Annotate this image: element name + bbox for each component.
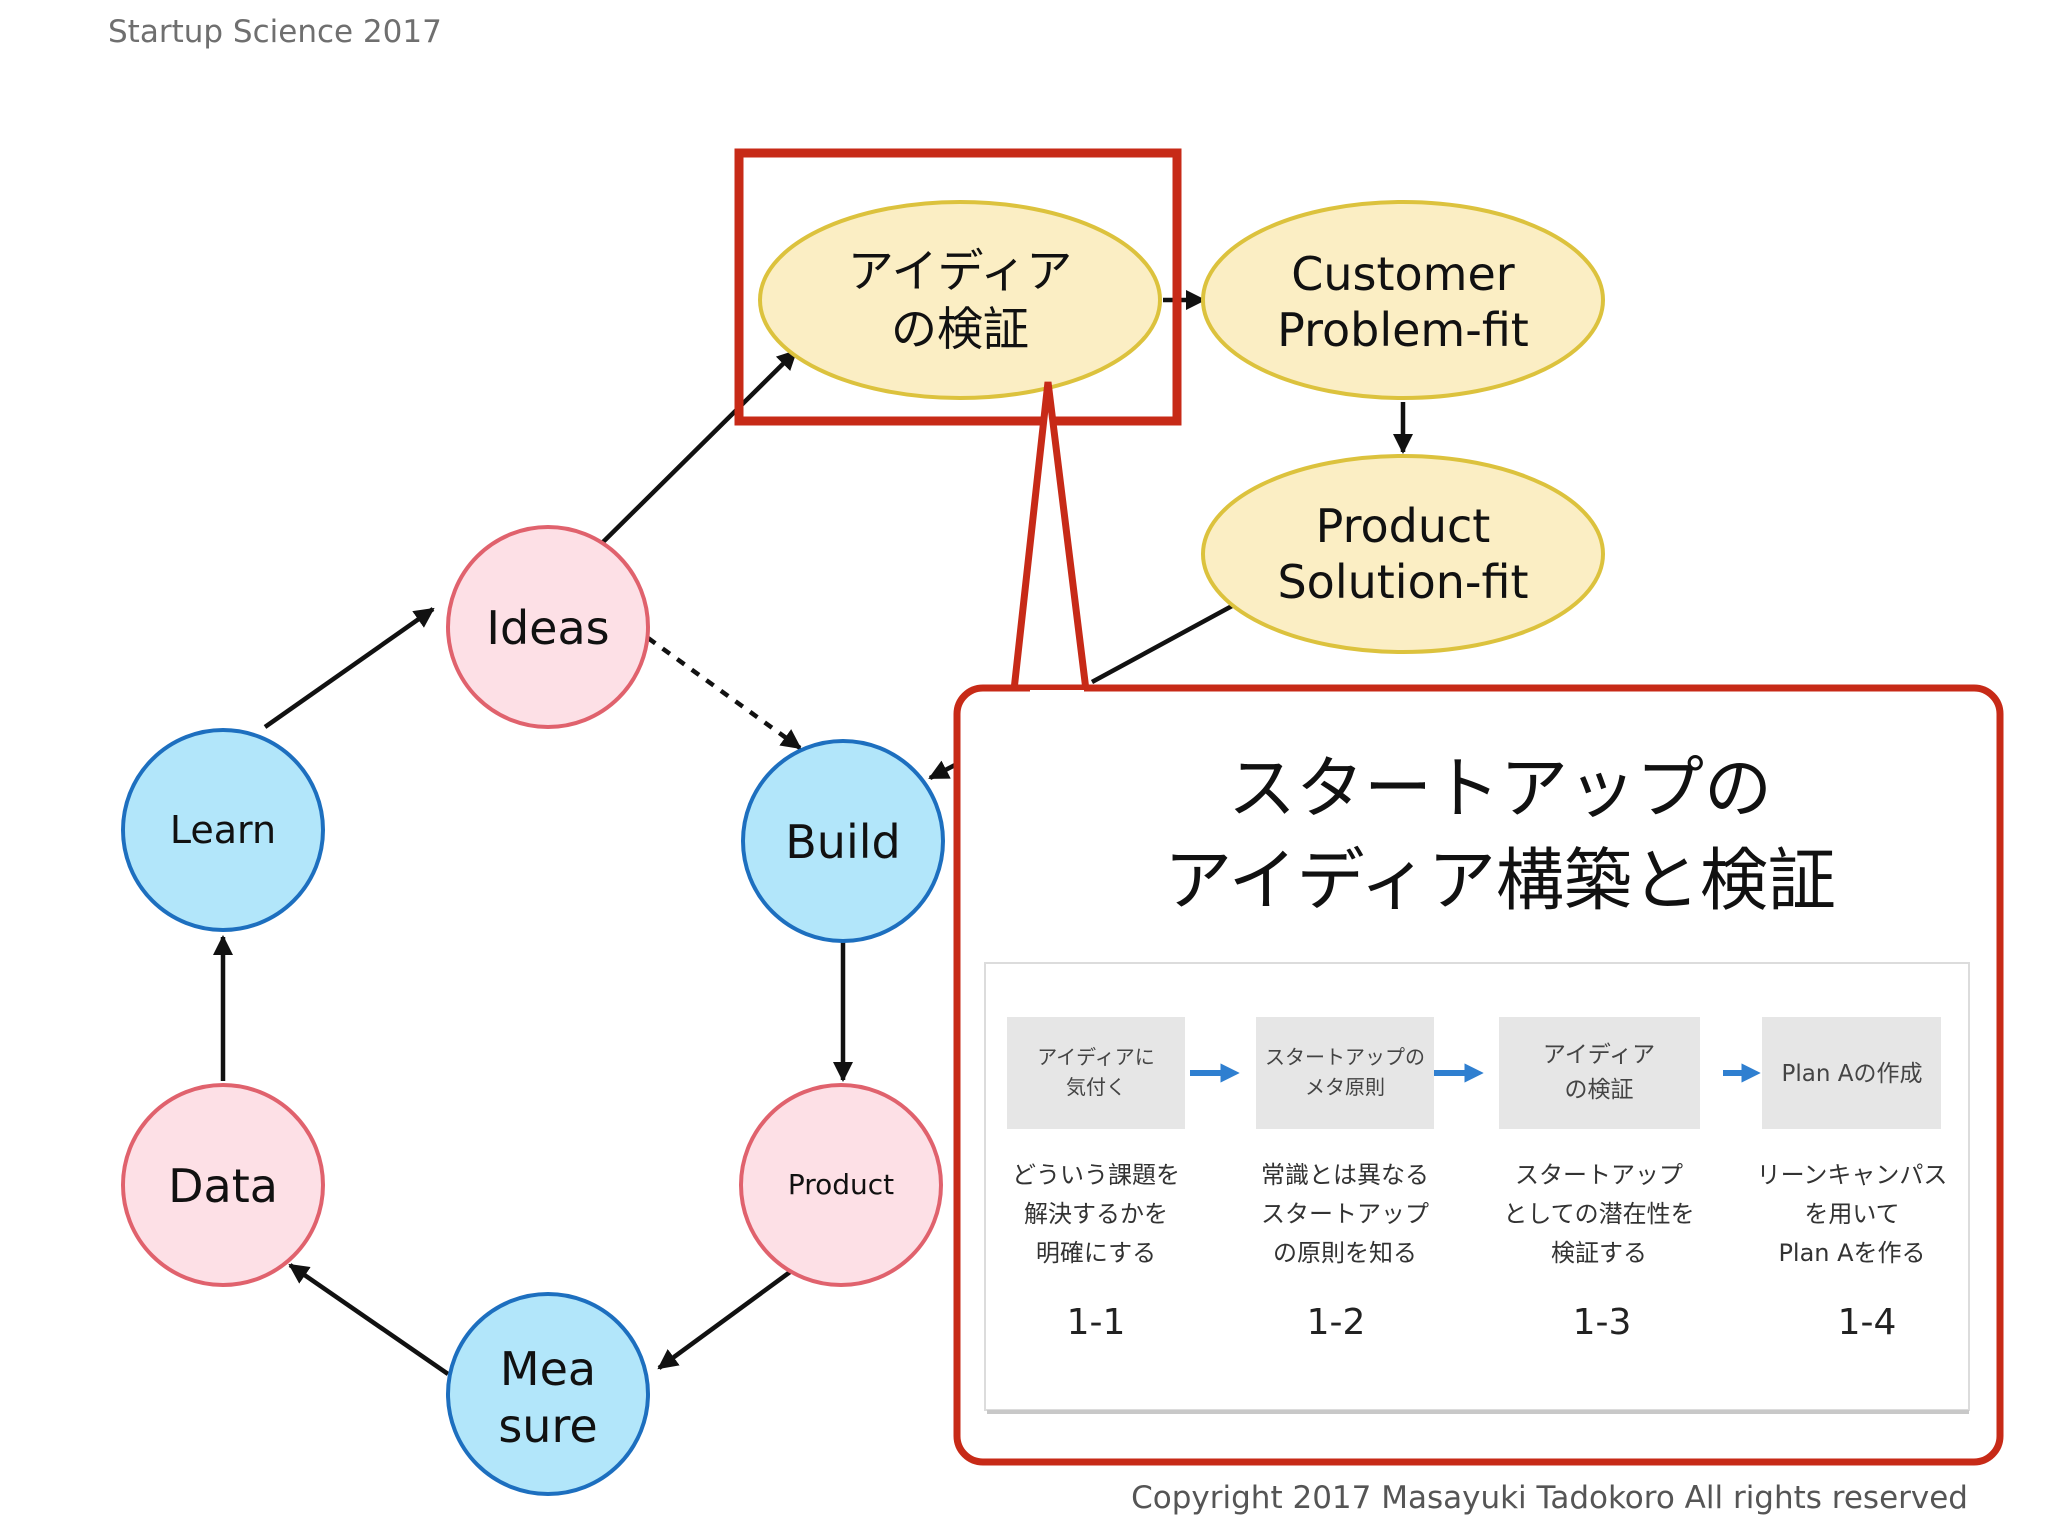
node-learn-label: Learn [170,808,276,852]
node-product-label: Product [788,1168,894,1201]
step-box-3 [1499,1017,1700,1129]
step-box-2 [1256,1017,1434,1129]
step-box-4-line1: Plan Aの作成 [1782,1061,1923,1087]
step-4-desc-1: リーンキャンパス [1757,1161,1948,1189]
stage-product-line2: Solution-fit [1277,555,1528,609]
node-learn: Learn [121,728,325,932]
stage-product-solution-fit: Product Solution-fit [1201,454,1605,654]
step-2-desc-2: スタートアップ [1261,1200,1429,1228]
step-box-2-line1: スタートアップの [1265,1045,1425,1069]
step-4-desc-3: Plan Aを作る [1778,1239,1925,1267]
stage-idea-validation-line1: アイディア [848,244,1072,298]
copyright-footer: Copyright 2017 Masayuki Tadokoro All rig… [1131,1480,1968,1516]
stage-customer-line1: Customer [1291,247,1515,301]
callout-title-line2: アイディア構築と検証 [1164,842,1836,921]
step-3-desc-2: としての潜在性を [1503,1200,1694,1228]
stage-idea-validation-line2: の検証 [891,302,1029,356]
step-box-1-line1: アイディアに [1037,1045,1155,1069]
step-4-desc-2: を用いて [1804,1200,1899,1228]
node-data-label: Data [168,1159,278,1213]
highlight-box [734,148,1182,426]
arrow-solution-fit-segment [1090,604,1234,684]
arrow-ideas-to-validation [596,349,798,549]
step-1-desc-2: 解決するかを [1024,1200,1168,1228]
stage-customer-line2: Problem-fit [1277,303,1529,357]
step-1-number: 1-1 [1067,1302,1126,1343]
step-3-desc-1: スタートアップ [1515,1161,1683,1189]
node-ideas: Ideas [446,525,650,729]
callout-title-line1: スタートアップの [1228,750,1772,829]
callout-pointer [1010,381,1090,694]
stage-idea-validation: アイディア の検証 [758,200,1162,400]
node-ideas-label: Ideas [486,601,609,655]
node-build: Build [741,739,945,943]
arrow-solution-fit-to-build [928,760,957,780]
arrow-measure-to-data [288,1263,450,1376]
step-3-desc-3: 検証する [1551,1239,1647,1267]
stage-customer-problem-fit: Customer Problem-fit [1201,200,1605,400]
header-title: Startup Science 2017 [108,14,442,50]
step-1-desc-1: どういう課題を [1012,1161,1180,1189]
node-product: Product [739,1083,943,1287]
cycle-arrows [212,289,1414,1376]
step-2-number: 1-2 [1307,1302,1366,1343]
step-2-desc-1: 常識とは異なる [1261,1161,1429,1189]
node-measure: Mea sure [446,1292,650,1496]
node-data: Data [121,1083,325,1287]
node-measure-line1: Mea [500,1342,596,1396]
callout: スタートアップの アイディア構築と検証 アイディアに 気付く スタートアップの … [953,684,2004,1466]
step-3-number: 1-3 [1573,1302,1632,1343]
arrow-learn-to-ideas [263,607,435,729]
arrow-product-to-measure [657,1270,792,1370]
step-2-desc-3: の原則を知る [1273,1239,1417,1267]
node-measure-line2: sure [498,1399,597,1453]
stage-product-line1: Product [1316,499,1491,553]
arrow-ideas-to-build-dashed [646,636,802,750]
node-build-label: Build [785,815,900,869]
step-box-4 [1762,1017,1941,1129]
step-4-number: 1-4 [1838,1302,1897,1343]
step-box-1-line2: 気付く [1066,1075,1126,1099]
step-box-3-line2: の検証 [1565,1077,1634,1103]
step-1-desc-3: 明確にする [1036,1239,1156,1267]
step-box-2-line2: メタ原則 [1305,1075,1385,1099]
step-box-1 [1007,1017,1185,1129]
step-box-3-line1: アイディア [1543,1042,1655,1068]
